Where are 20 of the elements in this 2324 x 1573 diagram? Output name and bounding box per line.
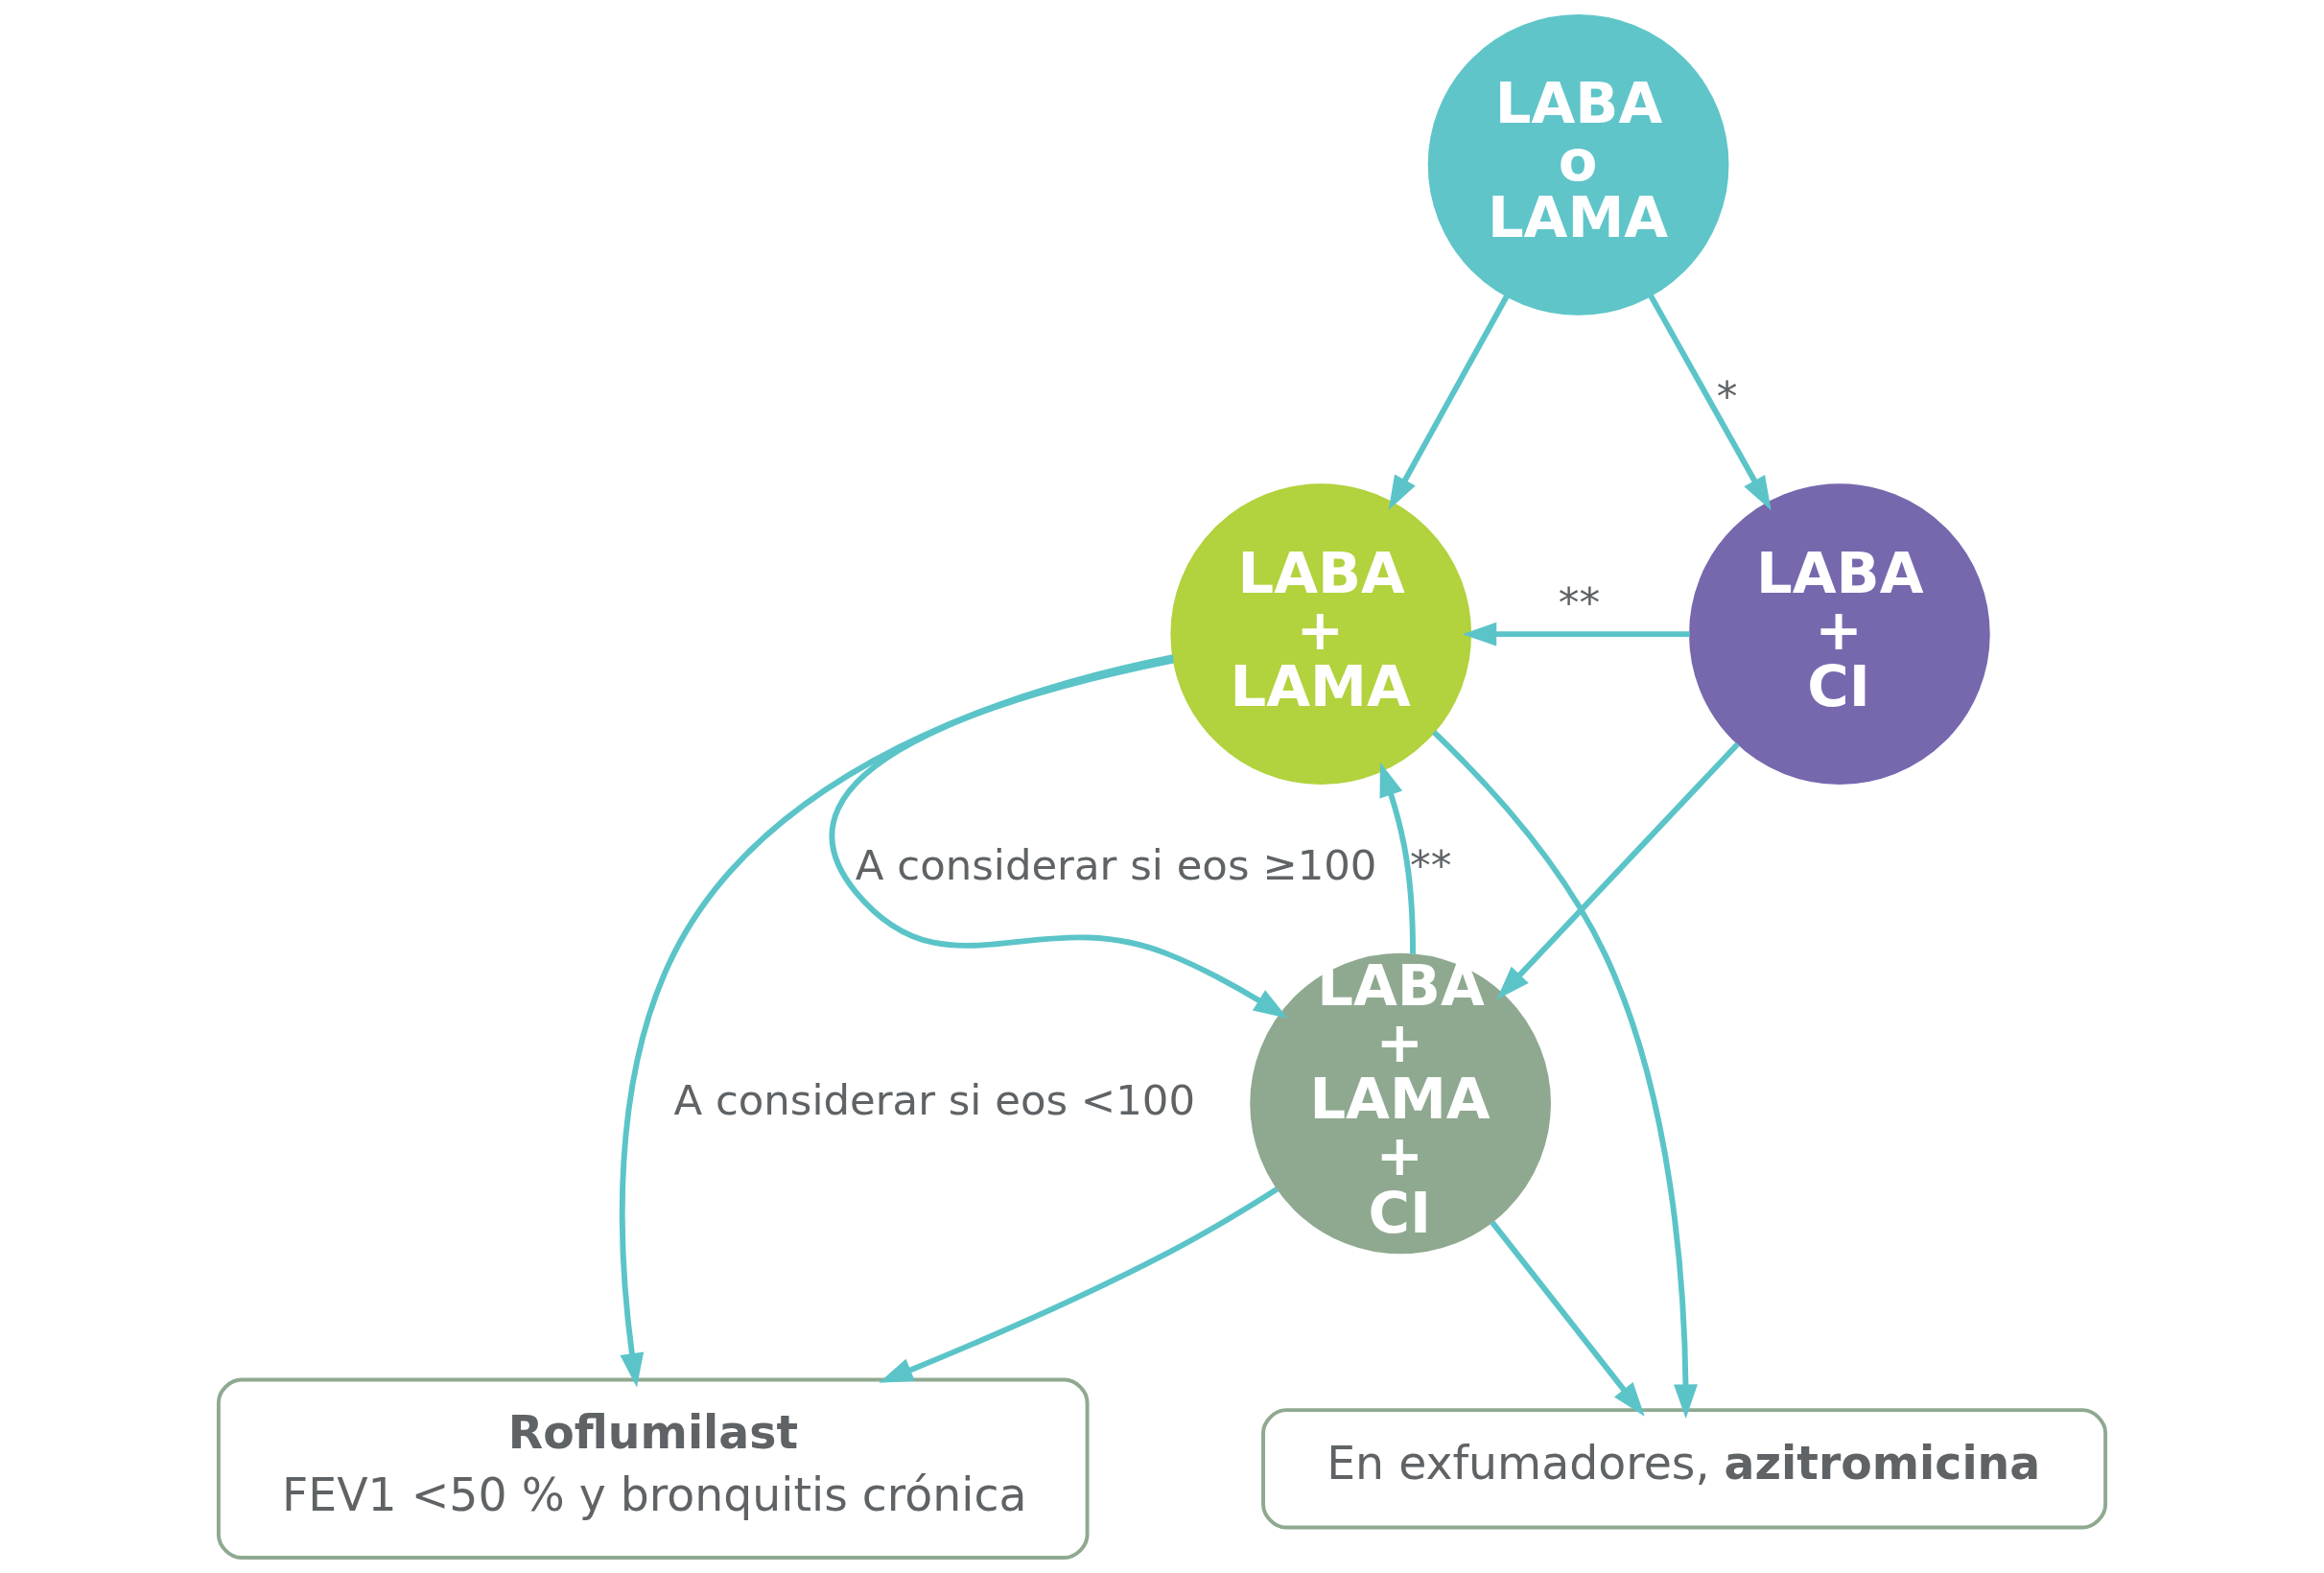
- arrow: [1462, 622, 1690, 646]
- arrow: [879, 1186, 1279, 1383]
- arrow: [1496, 741, 1740, 1000]
- arrow: [1432, 730, 1698, 1419]
- node-circle: LABA o LAMA: [1427, 13, 1729, 316]
- arrow: [1490, 1220, 1645, 1417]
- edge-label: *: [1716, 371, 1738, 420]
- arrow: [1388, 294, 1510, 510]
- edge-label: A considerar si eos <100: [673, 1075, 1196, 1124]
- node-box: En exfumadores, azitromicina: [1261, 1408, 2108, 1530]
- arrow: [1379, 762, 1416, 954]
- edge-label: **: [1409, 840, 1452, 889]
- arrow: [830, 657, 1288, 1019]
- node-circle: LABA + LAMA: [1170, 483, 1472, 786]
- node-circle: LABA + CI: [1689, 483, 1990, 786]
- arrow: [1648, 293, 1772, 511]
- arrow: [619, 654, 1174, 1388]
- edge-label: A considerar si eos ≥100: [855, 840, 1377, 889]
- edge-label: **: [1558, 577, 1601, 626]
- node-box: Roflumilast FEV1 <50 % y bronquitis crónica: [216, 1377, 1090, 1561]
